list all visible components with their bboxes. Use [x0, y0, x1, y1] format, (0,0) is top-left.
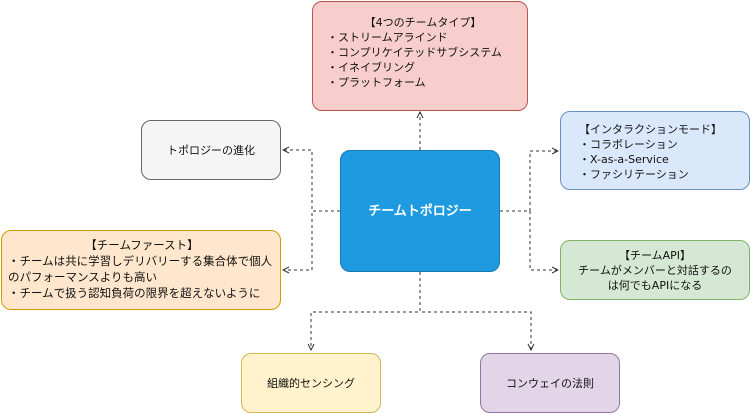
team-types-title: 【4つのチームタイプ】: [364, 16, 482, 29]
interaction-mode-item: ・ファシリテーション: [579, 168, 689, 181]
team-type-item: ・プラットフォーム: [327, 76, 426, 89]
edge-to-topology-evolution: [283, 150, 340, 212]
team-type-item: ・ストリームアラインド: [327, 31, 448, 44]
team-first-item: ・チームで扱う認知負荷の限界を超えないように: [8, 286, 261, 300]
center-node-team-topology[interactable]: チームトポロジー: [340, 150, 500, 272]
team-type-item: ・コンプリケイテッドサブシステム: [327, 46, 502, 59]
team-type-item: ・イネイブリング: [327, 61, 415, 74]
team-api-title: 【チームAPI】: [618, 249, 692, 262]
topology-evolution-label: トポロジーの進化: [167, 143, 255, 157]
team-first-item: ・チームは共に学習しデリバリーする集合体で個人のパフォーマンスよりも高い: [8, 254, 273, 284]
edge-to-team-api: [500, 210, 558, 270]
interaction-mode-item: ・X-as-a-Service: [579, 153, 669, 166]
team-first-title: 【チームファースト】: [85, 238, 199, 252]
team-api-node[interactable]: 【チームAPI】 チームがメンバーと対話するの は何でもAPIになる: [560, 240, 750, 300]
edge-to-conway: [419, 272, 531, 350]
interaction-mode-item: ・コラボレーション: [579, 138, 678, 151]
center-node-label: チームトポロジー: [368, 203, 472, 219]
edge-to-interaction-modes: [500, 151, 558, 212]
interaction-modes-node[interactable]: 【インタラクションモード】 ・コラボレーション ・X-as-a-Service …: [560, 111, 750, 190]
org-sensing-label: 組織的センシング: [267, 376, 355, 390]
edge-to-team-first: [283, 210, 340, 270]
edge-to-org-sensing: [311, 272, 421, 350]
topology-evolution-node[interactable]: トポロジーの進化: [141, 120, 281, 180]
team-types-node[interactable]: 【4つのチームタイプ】 ・ストリームアラインド ・コンプリケイテッドサブシステム…: [312, 1, 528, 111]
conway-law-label: コンウェイの法則: [506, 376, 594, 390]
interaction-modes-title: 【インタラクションモード】: [579, 123, 722, 136]
team-api-line: は何でもAPIになる: [607, 279, 703, 292]
team-api-line: チームがメンバーと対話するの: [578, 264, 732, 277]
org-sensing-node[interactable]: 組織的センシング: [241, 353, 381, 413]
team-first-node[interactable]: 【チームファースト】 ・チームは共に学習しデリバリーする集合体で個人のパフォーマ…: [1, 230, 281, 310]
conway-law-node[interactable]: コンウェイの法則: [480, 353, 620, 413]
